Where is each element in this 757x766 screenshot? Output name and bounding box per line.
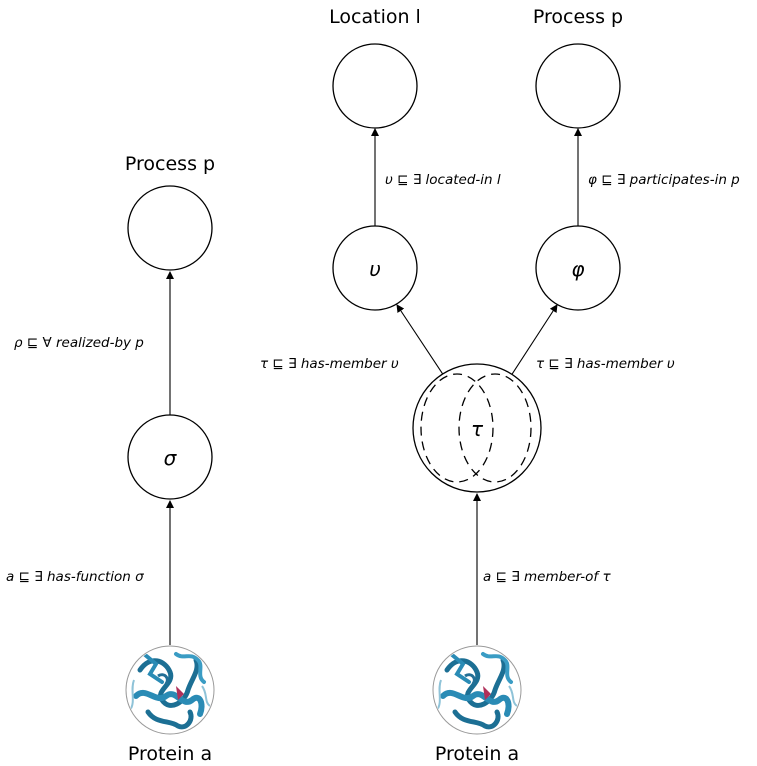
phi-node (535, 225, 621, 311)
left-edge-has-function-label: a ⊑ ∃ has-function σ (6, 569, 144, 585)
tau-set-right-ellipse (458, 373, 532, 483)
edge-member-of-label: a ⊑ ∃ member-of τ (483, 569, 611, 585)
phi-symbol: φ (571, 257, 584, 281)
edge-participates-in-label: φ ⊑ ∃ participates-in p (588, 172, 740, 188)
upsilon-node (332, 225, 418, 311)
tau-symbol: τ (471, 417, 484, 441)
right-protein-node (432, 645, 522, 735)
right-protein-label: Protein a (435, 743, 519, 765)
left-process-title: Process p (125, 153, 215, 175)
left-sigma-node (127, 414, 213, 500)
edge-tau-to-phi (504, 304, 558, 386)
edge-tau-left-label: τ ⊑ ∃ has-member υ (260, 356, 399, 372)
edge-located-in-label: υ ⊑ ∃ located-in l (385, 172, 501, 188)
tau-node (412, 363, 542, 493)
left-edge-realized-by-label: ρ ⊑ ∀ realized-by p (14, 335, 144, 351)
right-process-title: Process p (533, 6, 623, 28)
left-protein-label: Protein a (128, 743, 212, 765)
left-protein-node (125, 645, 215, 735)
edge-tau-right-label: τ ⊑ ∃ has-member υ (536, 356, 675, 372)
location-title: Location l (329, 6, 421, 28)
upsilon-symbol: υ (369, 257, 381, 281)
left-process-node (127, 185, 213, 271)
edge-tau-to-upsilon (396, 304, 451, 386)
location-node (332, 43, 418, 129)
left-sigma-symbol: σ (164, 446, 178, 470)
right-process-node (535, 43, 621, 129)
tau-set-left-ellipse (420, 373, 494, 483)
